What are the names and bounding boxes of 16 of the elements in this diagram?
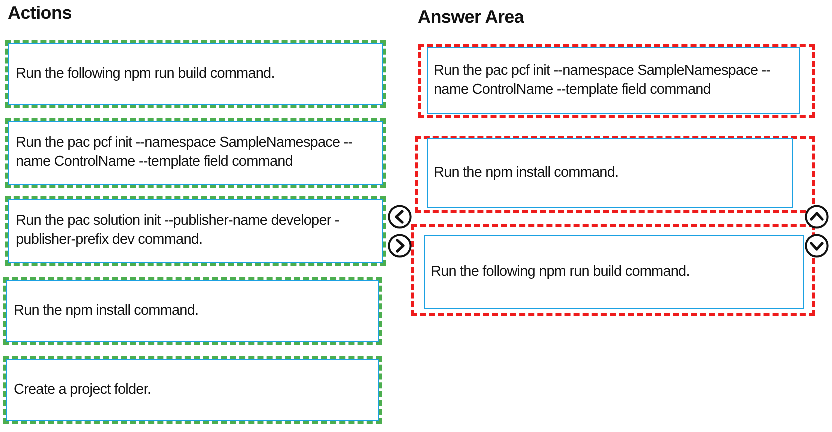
instruction-text: Run the pac solution init --publisher-name developer -publisher-prefix dev command. <box>16 212 340 250</box>
instruction-text: Run the npm install command. <box>434 164 619 182</box>
instruction-text: Run the following npm run build command. <box>16 64 275 84</box>
action-card <box>5 118 386 188</box>
instruction-text: Create a project folder. <box>14 380 152 400</box>
section-heading: Actions <box>8 3 72 24</box>
section-heading: Answer Area <box>418 7 524 28</box>
instruction-text: Run the pac pcf init --namespace SampleNamespace --name ControlName --template field command <box>16 134 354 172</box>
drop-zone <box>415 136 815 213</box>
action-card <box>5 40 386 108</box>
instruction-text: Run the following npm run build command. <box>431 262 690 282</box>
action-card <box>3 277 382 345</box>
action-card <box>3 356 382 424</box>
instruction-text: Run the npm install command. <box>14 302 199 320</box>
action-card <box>5 196 386 266</box>
instruction-text: Run the pac pcf init --namespace SampleNamespace --name ControlName --template field command <box>434 62 772 100</box>
